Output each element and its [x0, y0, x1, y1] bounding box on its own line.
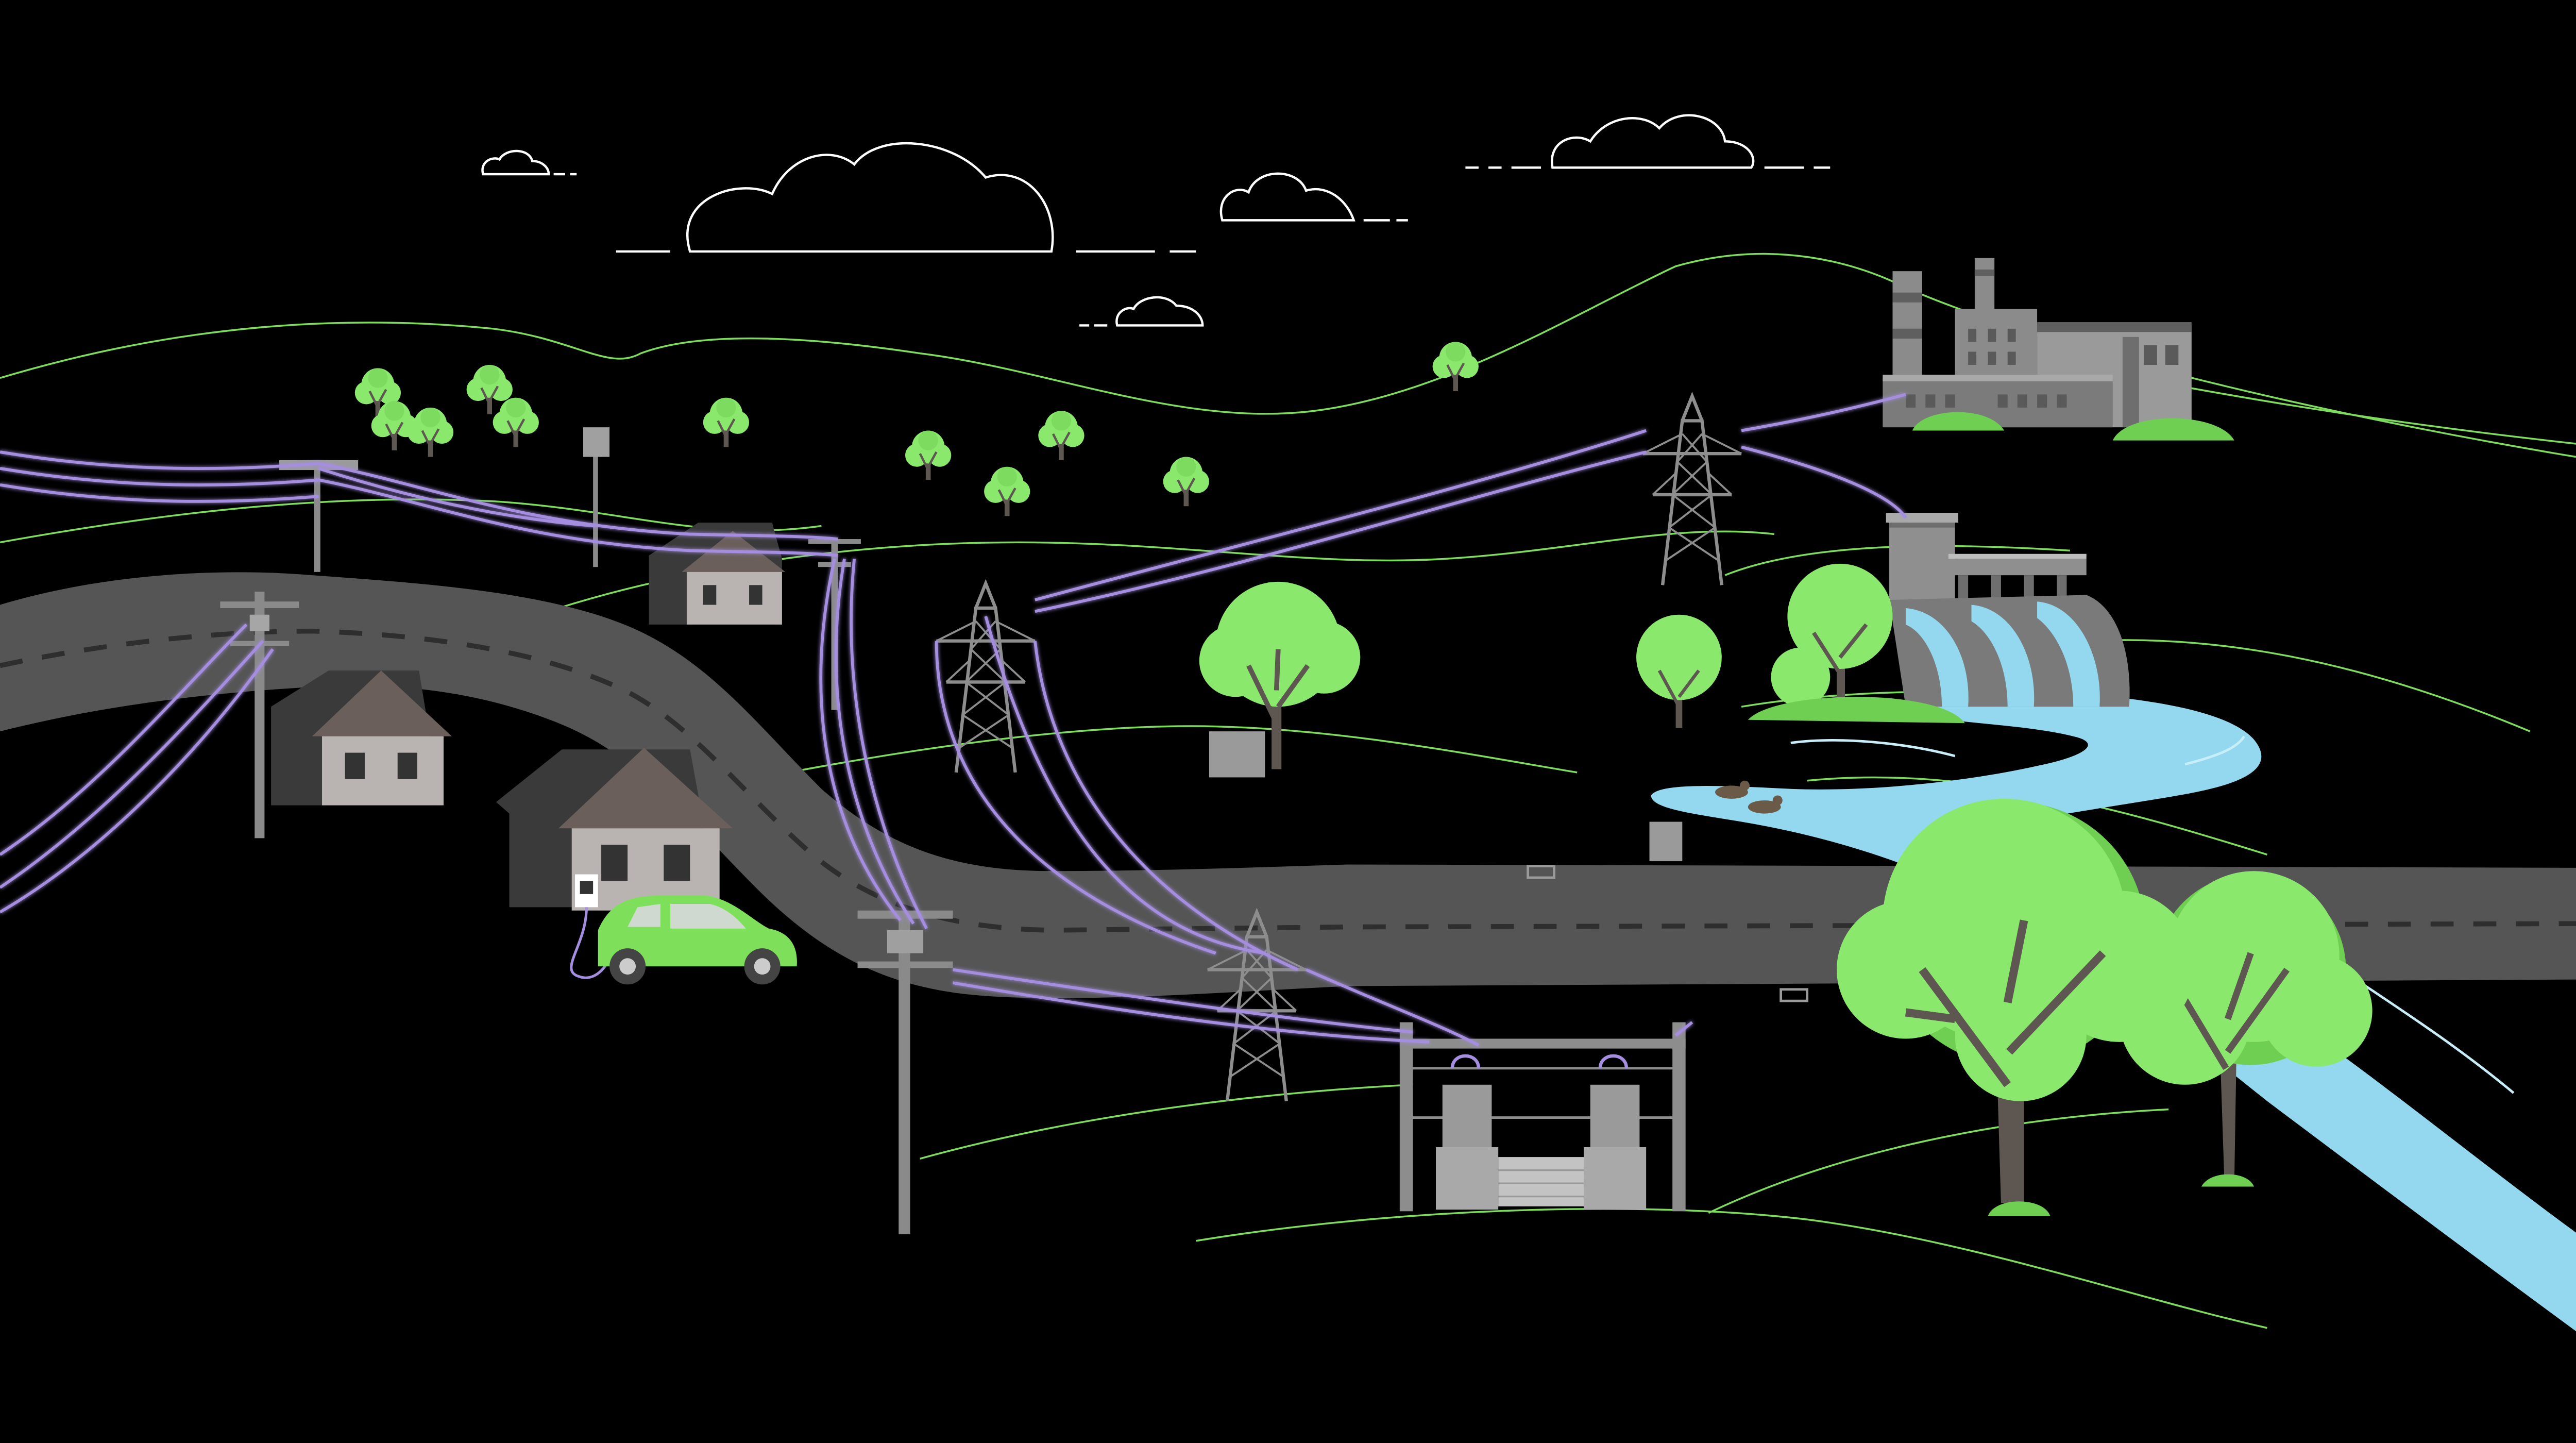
duck-icon	[1715, 780, 1783, 814]
utility-pole-icon	[857, 910, 953, 1234]
utility-pole-icon	[583, 427, 610, 567]
power-plant-icon	[1883, 258, 2234, 441]
power-lines	[0, 393, 1907, 1047]
tree-icon	[1636, 614, 1722, 728]
river-icon	[1651, 687, 2576, 1332]
electric-car-icon	[598, 896, 797, 985]
cloud-outline-icon	[1219, 172, 1408, 222]
utility-box	[1649, 821, 1683, 862]
ev-charger-icon	[570, 874, 613, 979]
cloud-outline-icon	[1079, 296, 1204, 327]
house-icon	[271, 670, 452, 806]
utility-box	[1209, 731, 1265, 778]
tree-icon	[1199, 581, 1361, 769]
road-marker	[1780, 988, 1809, 1002]
road-marker	[1527, 865, 1555, 879]
hydro-dam-icon	[1886, 512, 2130, 707]
tree-icon	[2119, 871, 2372, 1187]
house-icon	[496, 748, 733, 911]
cloud-outline-icon	[616, 142, 1196, 253]
substation-icon	[1399, 1022, 1686, 1212]
tree-icon	[1748, 563, 1965, 724]
tree-icon	[1837, 798, 2195, 1216]
cloud-outline-icon	[1465, 114, 1831, 169]
cloud-outline-icon	[481, 149, 577, 176]
